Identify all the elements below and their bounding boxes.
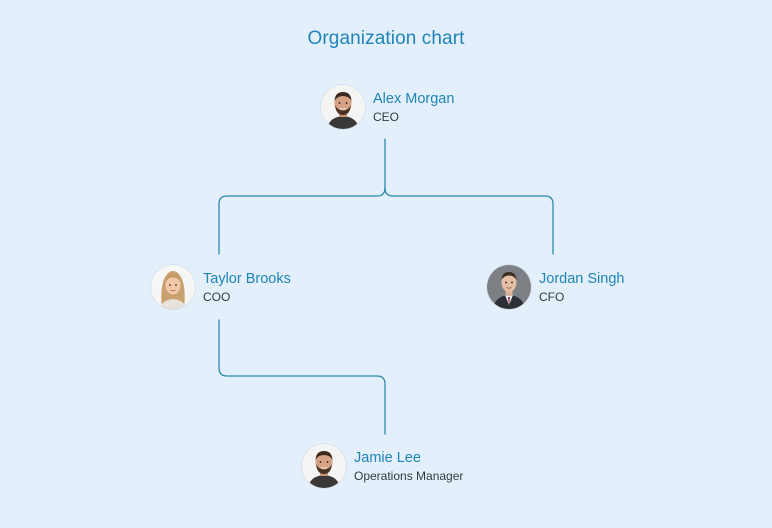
woman-blonde-avatar-icon [151, 265, 195, 309]
chart-title: Organization chart [307, 28, 465, 49]
org-node-operations-manager[interactable]: Jamie Lee Operations Manager [302, 444, 463, 488]
node-name: Alex Morgan [373, 90, 455, 107]
connector-ceo-to-coo [218, 138, 386, 255]
org-node-coo[interactable]: Taylor Brooks COO [151, 265, 291, 309]
org-node-ceo[interactable]: Alex Morgan CEO [321, 85, 454, 129]
node-name: Jamie Lee [354, 449, 421, 466]
node-role: Operations Manager [354, 468, 464, 483]
man-suit-avatar-icon [487, 265, 531, 309]
org-node-cfo[interactable]: Jordan Singh CFO [487, 265, 624, 309]
man-beard-avatar-icon [302, 444, 346, 488]
node-name: Taylor Brooks [203, 270, 291, 287]
man-beard-avatar-icon [321, 85, 365, 129]
node-role: CFO [539, 289, 565, 304]
connector-ceo-to-cfo [384, 187, 554, 255]
node-role: COO [203, 289, 231, 304]
node-role: CEO [373, 109, 400, 124]
node-name: Jordan Singh [539, 270, 625, 287]
connector-coo-to-ops [218, 319, 386, 435]
